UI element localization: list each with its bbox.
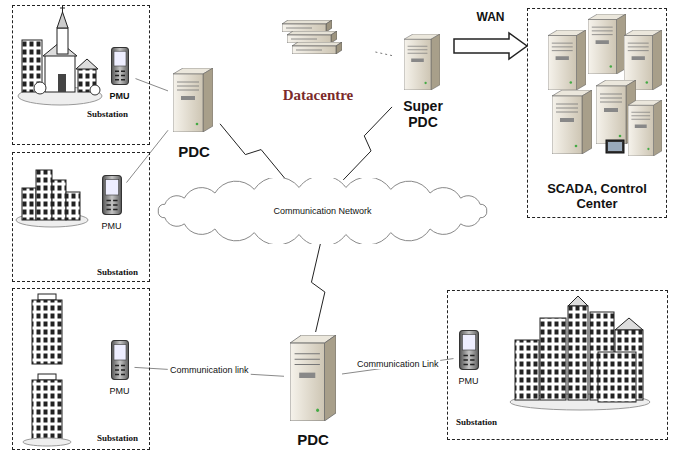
- skyline-illustration: [540, 318, 566, 400]
- datacentre-link: [374, 52, 392, 56]
- node-label: PMU: [102, 221, 122, 231]
- tower-illustration: [38, 294, 56, 300]
- tower-illustration: [23, 438, 71, 446]
- communication-link: [342, 359, 454, 374]
- datacentre: Datacentre: [262, 18, 374, 104]
- edge-label-holder: Communication link: [168, 365, 251, 375]
- node-label: PDC: [178, 143, 210, 160]
- skyline-illustration: [515, 340, 539, 400]
- node-label: PDC: [297, 431, 329, 448]
- skyline-illustration: [568, 296, 588, 306]
- skyline-illustration: [510, 296, 650, 410]
- pmu-device: PMU: [454, 328, 484, 386]
- pdc-server: PDC: [284, 332, 342, 448]
- cloud-outline: [158, 178, 487, 244]
- city-illustration: [52, 180, 66, 220]
- node-label: PMU: [110, 91, 130, 101]
- church-town-illustration: [90, 85, 100, 95]
- city-illustration: [66, 192, 80, 220]
- wireless-link: [343, 107, 392, 180]
- pmu-icons: [103, 176, 122, 215]
- skyline-illustration: [598, 352, 636, 402]
- control-center-servers: [548, 14, 662, 156]
- node-label: Datacentre: [283, 87, 354, 104]
- server-icons: [290, 335, 336, 421]
- node-label: Super PDC: [392, 98, 454, 130]
- substation-label: Substation: [456, 417, 497, 427]
- edge-label-holder: Communication Link: [355, 359, 441, 369]
- church-town-illustration: [57, 28, 68, 54]
- node-label: PMU: [110, 386, 130, 396]
- pmu-link: [127, 130, 169, 182]
- control-center-servers: [628, 100, 662, 156]
- substation-box: PMU Substation: [12, 5, 150, 145]
- pmu-device: PMU: [97, 173, 127, 231]
- edge-label-holder: WAN: [475, 10, 507, 24]
- tower-illustration: [23, 294, 71, 446]
- pmu-icons: [460, 331, 479, 370]
- city-illustration: [36, 170, 52, 220]
- pmu-device: PMU: [105, 338, 135, 396]
- control-center-box: SCADA, Control Center: [527, 8, 667, 218]
- edge-label: Communication Link: [355, 359, 441, 369]
- church-town-illustration: [34, 82, 46, 94]
- church-town-illustration: [45, 55, 75, 92]
- pmu-link: [136, 79, 169, 91]
- wireless-link: [311, 242, 324, 332]
- substation-box: PMU Substation: [12, 152, 150, 282]
- pdc-server: PDC: [168, 66, 220, 160]
- city-illustration: [22, 188, 36, 220]
- pmu-icons: [112, 341, 129, 380]
- tower-illustration: [32, 300, 62, 364]
- tower-illustration: [32, 380, 62, 442]
- substation-label: Substation: [97, 267, 138, 277]
- node-label: SCADA, Control Center: [528, 181, 666, 211]
- control-center-servers: [606, 140, 624, 153]
- server-icons: [404, 34, 440, 90]
- church-town-illustration: [18, 5, 102, 105]
- network-cloud: Communication Network: [140, 178, 505, 244]
- control-center-servers: [608, 142, 622, 151]
- node-label: Communication Network: [273, 206, 371, 216]
- pmu-device: PMU: [104, 45, 136, 101]
- substation-label: Substation: [97, 433, 138, 443]
- datacentre-racks: [287, 31, 337, 43]
- church-town-illustration: [76, 59, 98, 69]
- control-center-servers: [552, 90, 592, 154]
- datacentre-racks: [282, 20, 342, 54]
- substation-box: PMU Substation: [447, 290, 668, 440]
- datacentre-racks: [282, 20, 332, 32]
- tower-illustration: [38, 374, 56, 380]
- node-label: PMU: [459, 376, 479, 386]
- pmu-icons: [112, 48, 129, 85]
- server-icons: [173, 68, 213, 132]
- church-town-illustration: [60, 5, 65, 12]
- control-center-servers: [588, 14, 626, 74]
- church-town-illustration: [58, 74, 66, 92]
- skyline-illustration: [568, 306, 588, 400]
- skyline-illustration: [615, 318, 643, 330]
- substation-label: Substation: [87, 109, 128, 119]
- edge-label: WAN: [475, 10, 507, 24]
- control-center-servers: [548, 30, 586, 90]
- city-illustration: [16, 170, 88, 227]
- substation-box: PMU Substation: [12, 288, 150, 450]
- wan-arrow: [454, 33, 527, 59]
- edge-label: Communication link: [168, 365, 251, 375]
- datacentre-racks: [292, 42, 342, 54]
- super-pdc-server: Super PDC: [392, 32, 454, 130]
- wireless-link: [220, 124, 286, 181]
- church-town-illustration: [57, 12, 68, 28]
